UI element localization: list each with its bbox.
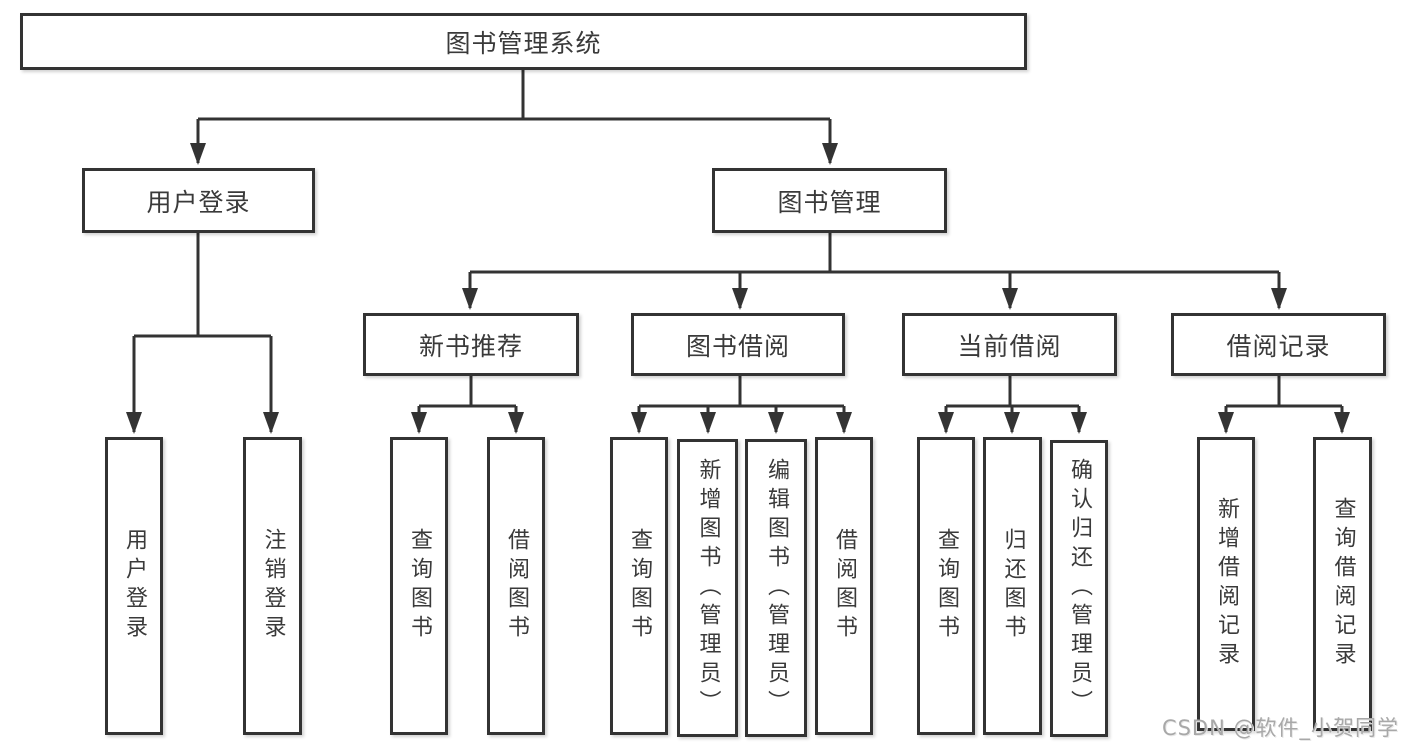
node-book-management: 图书管理	[712, 168, 947, 233]
node-label: 新增图书（管理员）	[695, 457, 721, 719]
node-current-borrowing: 当前借阅	[902, 313, 1117, 376]
node-label: 查询借阅记录	[1330, 497, 1356, 671]
node-label: 编辑图书（管理员）	[764, 457, 789, 719]
node-borrow-book-borrowing: 借阅图书	[815, 437, 873, 735]
node-logout-login: 注销登录	[243, 437, 302, 735]
node-label: 查询图书	[934, 528, 959, 644]
node-label: 图书借阅	[685, 331, 790, 361]
node-user-login: 用户登录	[105, 437, 163, 735]
node-query-book-current: 查询图书	[917, 437, 975, 735]
node-query-book-recommend: 查询图书	[390, 437, 448, 735]
node-add-borrow-record: 新增借阅记录	[1197, 437, 1255, 731]
node-label: 借阅图书	[504, 528, 529, 644]
node-label: 图书管理	[777, 187, 882, 217]
node-label: 归还图书	[1000, 528, 1026, 644]
node-label: 用户登录	[146, 187, 251, 217]
node-borrowing-records: 借阅记录	[1171, 313, 1386, 376]
node-edit-book-admin: 编辑图书（管理员）	[745, 439, 807, 737]
csdn-watermark: CSDN @软件_小贺同学	[1161, 716, 1399, 740]
node-new-book-recommendation: 新书推荐	[363, 313, 579, 376]
node-label: 查询图书	[627, 528, 652, 644]
node-library-management-system: 图书管理系统	[20, 13, 1027, 70]
node-add-book-admin: 新增图书（管理员）	[677, 439, 738, 737]
node-query-borrow-record: 查询借阅记录	[1313, 437, 1372, 731]
node-label: 新书推荐	[418, 331, 523, 361]
node-label: 确认归还（管理员）	[1067, 458, 1092, 719]
node-label: 注销登录	[260, 528, 286, 644]
node-user-login-group: 用户登录	[82, 168, 315, 233]
node-book-borrowing: 图书借阅	[631, 313, 845, 376]
node-label: 图书管理系统	[445, 28, 602, 58]
node-borrow-book-recommend: 借阅图书	[487, 437, 545, 735]
node-label: 用户登录	[122, 528, 147, 644]
node-label: 借阅记录	[1226, 331, 1331, 361]
node-label: 借阅图书	[832, 528, 857, 644]
node-label: 新增借阅记录	[1214, 497, 1239, 671]
node-label: 当前借阅	[957, 331, 1062, 361]
node-query-book-borrowing: 查询图书	[610, 437, 668, 735]
node-label: 查询图书	[407, 528, 432, 644]
node-return-book: 归还图书	[983, 437, 1042, 735]
node-confirm-return-admin: 确认归还（管理员）	[1050, 440, 1108, 737]
